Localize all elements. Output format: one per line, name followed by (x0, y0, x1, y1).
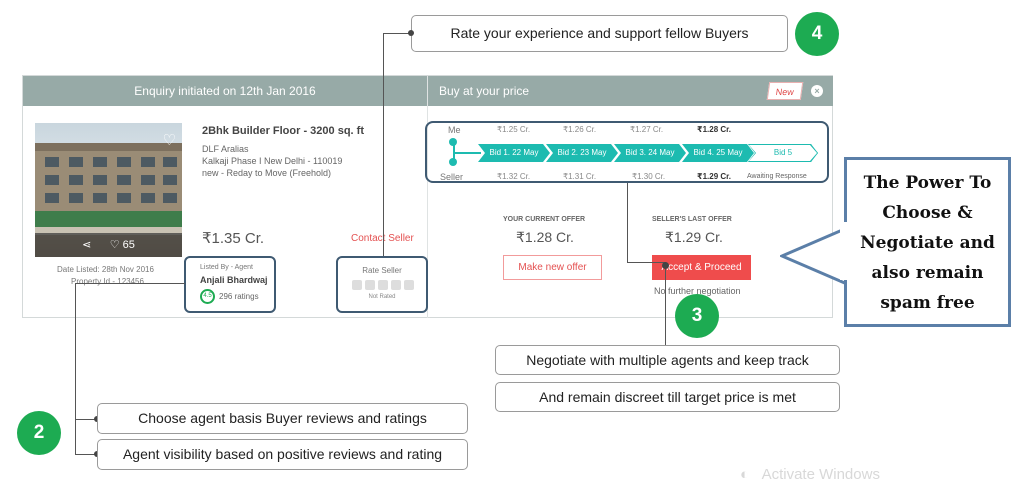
connector-line (383, 33, 384, 256)
make-new-offer-button[interactable]: Make new offer (503, 255, 602, 280)
bid-step[interactable]: Bid 2. 23 May (546, 144, 618, 162)
accept-proceed-button[interactable]: Accept & Proceed (652, 255, 751, 280)
like-heart-icon[interactable]: ♡ (109, 239, 120, 251)
connector-dot (662, 262, 669, 269)
current-offer-label: YOUR CURRENT OFFER (503, 216, 586, 223)
bid-step[interactable]: Bid 4. 25 May (682, 144, 754, 162)
photo-action-bar: ⋖ ♡ 65 (35, 233, 182, 257)
connector-line (383, 33, 411, 34)
share-icon[interactable]: ⋖ (82, 239, 92, 251)
connector-line (75, 454, 97, 455)
agent-info-box[interactable]: Listed By - Agent Anjali Bhardwaj 4.5 29… (184, 256, 276, 313)
property-address: Kalkaji Phase I New Delhi - 110019 (202, 156, 343, 166)
power-line: Choose & (882, 203, 973, 223)
me-bid-value: ₹1.27 Cr. (630, 125, 664, 134)
date-listed: Date Listed: 28th Nov 2016 (57, 265, 154, 274)
timeline-connector (455, 152, 481, 154)
seller-offer-value: ₹1.29 Cr. (665, 229, 723, 245)
seller-bid-value: ₹1.32 Cr. (497, 172, 531, 181)
agent-ratings-count: 296 ratings (219, 292, 259, 301)
property-id: Property Id - 123456 (71, 277, 144, 286)
enquiry-date-header: Enquiry initiated on 12th Jan 2016 (23, 76, 427, 106)
rate-seller-label: Rate Seller (362, 266, 402, 275)
callout-rate-experience: Rate your experience and support fellow … (411, 15, 788, 52)
property-project: DLF Aralias (202, 144, 249, 154)
bid-timeline (425, 121, 829, 183)
rating-stars[interactable] (352, 280, 414, 290)
current-offer-value: ₹1.28 Cr. (516, 229, 574, 245)
power-line: The Power To (863, 173, 992, 193)
contact-seller-link[interactable]: Contact Seller (351, 233, 414, 244)
timeline-marker (453, 141, 455, 163)
marker-2: 2 (17, 411, 61, 455)
close-icon[interactable]: × (811, 85, 823, 97)
like-count: 65 (122, 239, 135, 251)
power-line: spam free (880, 293, 975, 313)
property-price: ₹1.35 Cr. (202, 230, 265, 247)
watermark-text: Activate Windows (761, 466, 880, 480)
agent-name: Anjali Bhardwaj (200, 275, 268, 285)
connector-line (665, 262, 666, 346)
activate-windows-watermark: ◐ Activate Windows (740, 466, 880, 480)
connector-line (627, 183, 628, 263)
callout-negotiate: Negotiate with multiple agents and keep … (495, 345, 840, 375)
connector-line (75, 283, 76, 454)
connector-line (75, 283, 185, 284)
awaiting-response: Awaiting Response (747, 173, 807, 180)
callout-agent-visibility: Agent visibility based on positive revie… (97, 439, 468, 470)
building-illustration (35, 143, 182, 235)
rate-seller-box[interactable]: Rate Seller Not Rated (336, 256, 428, 313)
connector-line (75, 419, 97, 420)
rate-seller-status: Not Rated (368, 294, 396, 300)
callout-choose-agent: Choose agent basis Buyer reviews and rat… (97, 403, 468, 434)
star-icon[interactable] (378, 280, 388, 290)
agent-rating-badge: 4.5 (200, 289, 215, 304)
connector-line (627, 262, 665, 263)
buy-at-your-price-header: Buy at your price (428, 76, 833, 106)
callout-discreet: And remain discreet till target price is… (495, 382, 840, 412)
seller-bid-value: ₹1.31 Cr. (563, 172, 597, 181)
watermark-icon: ◐ (740, 466, 750, 480)
listed-by-label: Listed By - Agent (200, 264, 253, 271)
timeline-dot (449, 158, 457, 166)
bid-step[interactable]: Bid 5 (749, 145, 817, 161)
timeline-dot (449, 138, 457, 146)
speech-joint-mask (840, 222, 848, 280)
seller-bid-value: ₹1.29 Cr. (697, 172, 732, 181)
property-title: 2Bhk Builder Floor - 3200 sq. ft (202, 125, 364, 137)
me-row-label: Me (448, 125, 461, 135)
me-bid-value: ₹1.26 Cr. (563, 125, 597, 134)
bid-step[interactable]: Bid 1. 22 May (478, 144, 550, 162)
marker-3: 3 (675, 294, 719, 338)
favorite-heart-icon[interactable]: ♡ (162, 132, 176, 149)
new-badge: New (766, 82, 804, 100)
connector-dot (408, 30, 414, 36)
property-status: new - Reday to Move (Freehold) (202, 168, 332, 178)
bid-step[interactable]: Bid 3. 24 May (614, 144, 686, 162)
panel-divider (427, 76, 428, 318)
property-photo[interactable]: ♡ ⋖ ♡ 65 (35, 123, 182, 257)
enquiry-card: Enquiry initiated on 12th Jan 2016 Buy a… (22, 75, 833, 318)
star-icon[interactable] (404, 280, 414, 290)
star-icon[interactable] (391, 280, 401, 290)
power-line: Negotiate and (860, 233, 995, 253)
star-icon[interactable] (352, 280, 362, 290)
seller-offer-label: SELLER'S LAST OFFER (652, 216, 732, 223)
no-further-negotiation: No further negotiation (654, 286, 741, 296)
seller-row-label: Seller (440, 172, 464, 182)
marker-4: 4 (795, 12, 839, 56)
seller-bid-value: ₹1.30 Cr. (632, 172, 666, 181)
power-line: also remain (871, 263, 984, 283)
star-icon[interactable] (365, 280, 375, 290)
power-callout: The Power To Choose & Negotiate and also… (844, 157, 1011, 327)
me-bid-value: ₹1.28 Cr. (697, 125, 732, 134)
me-bid-value: ₹1.25 Cr. (497, 125, 531, 134)
